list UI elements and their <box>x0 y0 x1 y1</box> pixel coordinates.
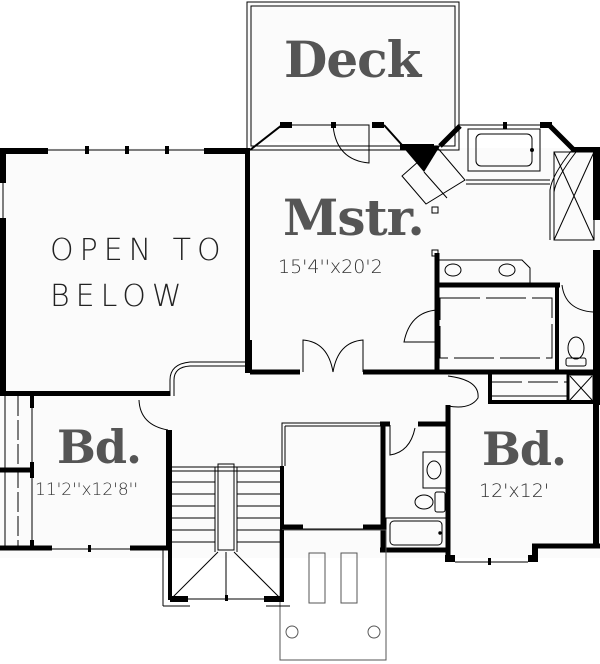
left-bedroom-dimensions: 11'2''x12'8'' <box>35 480 138 500</box>
staircase[interactable] <box>162 430 290 607</box>
right-bedroom-walls <box>445 400 600 565</box>
deck-outline <box>246 1 460 151</box>
open-to-below-walls <box>0 146 250 396</box>
linen-closet <box>447 372 600 408</box>
right-bedroom-dimensions: 12'x12' <box>479 480 550 502</box>
master-bedroom-label: Mstr. <box>283 188 425 247</box>
left-bedroom-label: Bd. <box>57 420 142 474</box>
open-to-below-line1: OPEN TO <box>50 233 227 268</box>
deck-label: Deck <box>284 30 421 89</box>
master-bedroom-dimensions: 15'4''x20'2 <box>278 256 383 278</box>
fireplace <box>401 145 466 214</box>
master-bath <box>403 122 600 405</box>
open-to-below-line2: BELOW <box>50 279 188 314</box>
right-bedroom-label: Bd. <box>482 422 567 476</box>
central-room <box>280 422 385 530</box>
